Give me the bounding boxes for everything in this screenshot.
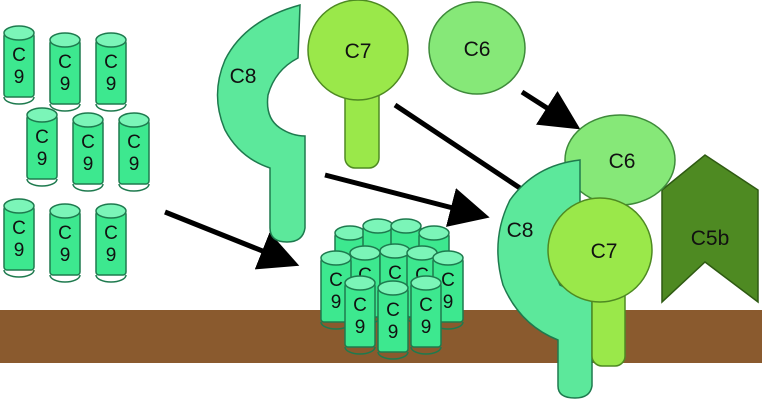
free-c9-tube: C9 bbox=[3, 198, 35, 278]
pore-c9-tube: C9 bbox=[344, 275, 376, 355]
free-c8: C8 bbox=[216, 4, 306, 243]
free-c9-tube: C9 bbox=[26, 107, 58, 187]
free-c9-tube: C9 bbox=[3, 25, 35, 105]
c9-label-c: C bbox=[127, 132, 141, 153]
complex-c8-label: C8 bbox=[507, 219, 534, 242]
c9-label-c: C bbox=[419, 295, 433, 316]
c9-label-9: 9 bbox=[60, 74, 71, 95]
c9-label-c: C bbox=[329, 270, 343, 291]
c9-label-c: C bbox=[386, 300, 400, 321]
arrow-c6-to-complex bbox=[520, 89, 581, 130]
c9-label-9: 9 bbox=[388, 322, 399, 343]
c9-label-9: 9 bbox=[83, 154, 94, 175]
c9-label-9: 9 bbox=[129, 154, 140, 175]
free-c7: C7 bbox=[307, 0, 409, 169]
c9-label-c: C bbox=[12, 45, 26, 66]
c9-label-9: 9 bbox=[106, 74, 117, 95]
free-c6-label: C6 bbox=[464, 38, 491, 61]
free-c9-tube: C9 bbox=[118, 112, 150, 192]
free-c9-tube: C9 bbox=[95, 203, 127, 283]
pore-c9-tube: C9 bbox=[432, 250, 464, 330]
complex-c7: C7 bbox=[547, 197, 653, 367]
c9-label-9: 9 bbox=[421, 317, 432, 338]
c9-label-9: 9 bbox=[355, 317, 366, 338]
c9-label-9: 9 bbox=[106, 245, 117, 266]
complex-c5b-label: C5b bbox=[691, 227, 730, 250]
free-c9-tube: C9 bbox=[72, 112, 104, 192]
c9-label-9: 9 bbox=[37, 149, 48, 170]
c9-label-c: C bbox=[58, 223, 72, 244]
c9-label-c: C bbox=[35, 127, 49, 148]
complex-c6: C6 bbox=[564, 114, 676, 206]
c9-label-c: C bbox=[12, 218, 26, 239]
free-c9-tube: C9 bbox=[95, 32, 127, 112]
c9-label-c: C bbox=[104, 223, 118, 244]
pore-c9-tube: C9 bbox=[377, 280, 409, 360]
complex-c6-label: C6 bbox=[609, 150, 636, 173]
complex-c5b: C5b bbox=[661, 154, 759, 304]
free-c9-tube: C9 bbox=[49, 203, 81, 283]
arrow-c9-to-pore bbox=[164, 209, 300, 270]
c9-label-c: C bbox=[388, 263, 402, 284]
arrow-c8-to-complex bbox=[324, 172, 490, 227]
free-c9-tube: C9 bbox=[49, 32, 81, 112]
c9-label-9: 9 bbox=[60, 245, 71, 266]
complex-c7-label: C7 bbox=[591, 240, 618, 263]
c9-label-9: 9 bbox=[14, 240, 25, 261]
pore-c9-tube: C9 bbox=[410, 275, 442, 355]
free-c6: C6 bbox=[428, 1, 526, 95]
pore-c9-tube: C9 bbox=[320, 250, 352, 330]
free-c8-label: C8 bbox=[230, 65, 257, 88]
c9-label-9: 9 bbox=[331, 292, 342, 313]
c9-label-c: C bbox=[58, 52, 72, 73]
c9-label-c: C bbox=[353, 295, 367, 316]
c9-label-c: C bbox=[441, 270, 455, 291]
c9-label-9: 9 bbox=[14, 67, 25, 88]
c9-label-c: C bbox=[81, 132, 95, 153]
free-c7-label: C7 bbox=[345, 40, 372, 63]
c9-label-c: C bbox=[104, 52, 118, 73]
c9-label-9: 9 bbox=[443, 292, 454, 313]
